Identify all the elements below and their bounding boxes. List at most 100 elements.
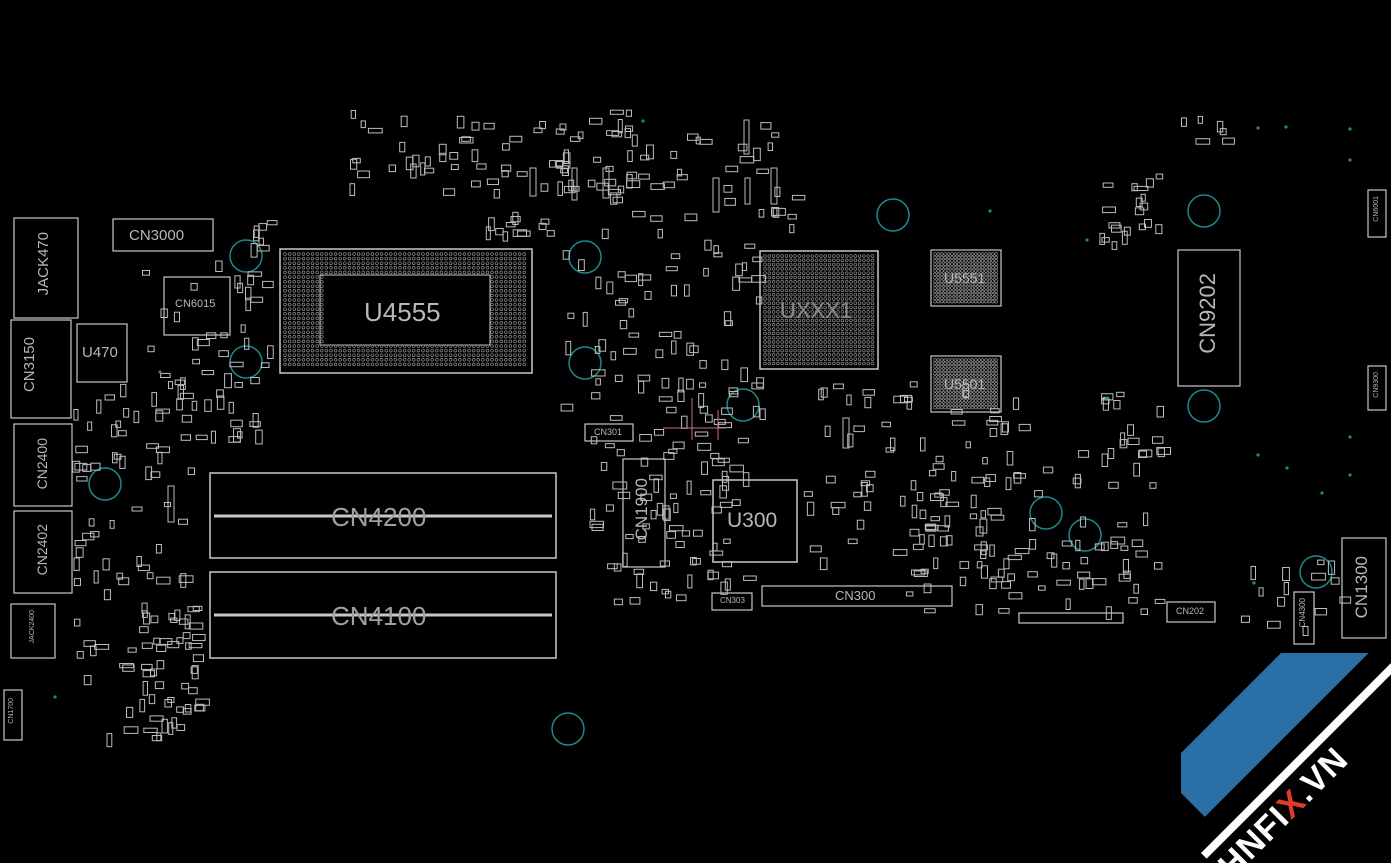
smd-part: [962, 383, 970, 398]
conn-cn1900-outline: [622, 458, 666, 568]
smd-part: [1133, 583, 1139, 594]
label-cn3150: CN3150: [21, 337, 38, 393]
chip-uxxx1-ball-grid: [763, 254, 875, 366]
mounting-hole: [1187, 194, 1221, 228]
smd-part: [133, 410, 140, 424]
smd-part: [661, 377, 670, 389]
smd-part: [1042, 466, 1054, 474]
smd-part: [267, 345, 274, 359]
smd-part: [654, 429, 665, 436]
label-u470: U470: [82, 344, 118, 361]
smd-part: [141, 642, 153, 649]
smd-part: [1138, 449, 1153, 458]
smd-part: [443, 188, 456, 196]
smd-part: [250, 243, 258, 258]
smd-part: [178, 575, 194, 583]
smd-part: [663, 452, 675, 460]
smd-part: [740, 367, 749, 383]
smd-part: [1131, 539, 1144, 547]
smd-part: [672, 441, 685, 450]
smd-part: [502, 231, 509, 242]
conn-cn303-outline: [711, 592, 753, 611]
conn-cn3150-outline: [10, 319, 72, 419]
conn-cn9202-outline: [1177, 249, 1241, 387]
smd-part: [655, 349, 664, 359]
smd-part: [1152, 436, 1164, 444]
smd-part: [892, 549, 908, 556]
smd-part: [565, 340, 572, 356]
smd-part: [969, 513, 978, 520]
smd-part: [119, 663, 134, 669]
smd-part: [638, 173, 650, 180]
smd-part: [512, 211, 519, 226]
label-cn4200: CN4200: [331, 502, 427, 532]
smd-part: [501, 170, 509, 178]
smd-part: [724, 320, 733, 327]
smd-part: [228, 436, 241, 443]
smd-part: [970, 494, 977, 509]
smd-part: [178, 518, 188, 525]
smd-part: [188, 622, 204, 630]
smd-part: [825, 475, 836, 484]
slot-cn4100: [209, 571, 557, 659]
label-cn9202: CN9202: [1195, 273, 1220, 354]
smd-part: [707, 569, 714, 581]
smd-part: [1134, 207, 1145, 216]
smd-part: [638, 536, 646, 543]
smd-part: [997, 568, 1005, 578]
chip-u4555-ball-grid: [283, 252, 526, 367]
smd-part: [738, 277, 753, 283]
via: [1348, 473, 1352, 477]
smd-part: [1267, 620, 1281, 629]
smd-part: [471, 121, 480, 131]
smd-part: [73, 409, 79, 421]
smd-part: [153, 637, 161, 645]
smd-part: [146, 443, 159, 449]
smd-part: [191, 400, 198, 411]
chip-u5501-ball-grid: [933, 358, 998, 410]
label-cn6001: CN6001: [1373, 196, 1380, 222]
smd-part: [1117, 522, 1128, 528]
smd-part: [984, 477, 991, 487]
smd-part: [865, 470, 876, 478]
smd-part: [940, 497, 948, 508]
smd-part: [663, 508, 671, 522]
label-u300: U300: [727, 509, 778, 532]
smd-part: [252, 413, 259, 428]
smd-part: [642, 523, 650, 530]
smd-part: [650, 215, 663, 222]
smd-part: [979, 518, 988, 534]
smd-part: [247, 271, 263, 277]
smd-part: [167, 697, 175, 703]
smd-part: [911, 569, 926, 576]
smd-part: [509, 135, 523, 143]
smd-part: [677, 389, 685, 403]
smd-part: [611, 131, 623, 138]
smd-part: [250, 377, 260, 385]
smd-part: [74, 618, 81, 627]
smd-part: [1062, 562, 1070, 570]
chip-u5551-outline: [930, 249, 1002, 307]
smd-part: [767, 142, 773, 151]
smd-part: [1110, 541, 1119, 549]
smd-part: [893, 395, 908, 404]
smd-part: [686, 342, 695, 356]
smd-part: [919, 534, 925, 545]
smd-part: [637, 374, 651, 382]
smd-part: [461, 136, 471, 142]
smd-part: [116, 572, 124, 580]
smd-part: [770, 167, 778, 205]
smd-part: [676, 168, 683, 177]
smd-part: [605, 504, 614, 512]
smd-part: [1216, 120, 1224, 133]
smd-part: [704, 239, 712, 251]
smd-part: [719, 485, 727, 499]
smd-part: [1101, 541, 1109, 552]
smd-part: [258, 237, 265, 246]
smd-part: [670, 150, 678, 159]
smd-part: [686, 480, 692, 495]
smd-part: [744, 177, 751, 205]
smd-part: [157, 451, 163, 465]
mounting-hole: [1299, 555, 1333, 589]
